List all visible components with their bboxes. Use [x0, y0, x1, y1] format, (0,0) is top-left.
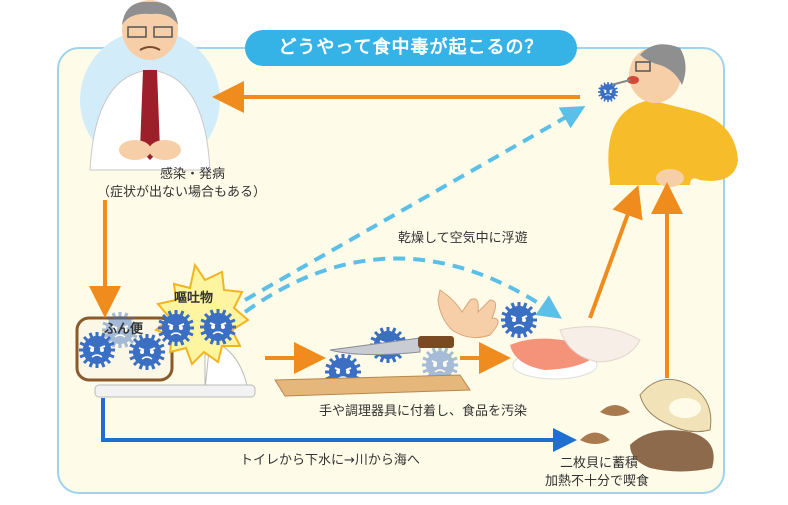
- eating-man-icon: [599, 44, 738, 187]
- sewage-label: トイレから下水に→川から海へ: [240, 453, 420, 468]
- sick-man-icon: [80, 0, 220, 171]
- knife-icon: [329, 336, 454, 356]
- flow-arrows: [89, 81, 683, 378]
- airborne-arrows: [243, 106, 586, 319]
- cutting-board-icon: [274, 374, 471, 397]
- sushi-icon: [510, 326, 641, 380]
- vomit-label: 嘔吐物: [174, 291, 214, 306]
- infection-note: （症状が出ない場合もある）: [97, 185, 267, 200]
- shellfish-label: 二枚貝に蓄積: [560, 456, 639, 471]
- oyster-icon: [580, 378, 714, 472]
- feces-label: ふん便: [104, 322, 144, 337]
- utensils-label: 手や調理器具に付着し、食品を汚染: [319, 404, 528, 419]
- diagram-title: どうやって食中毒が起こるの？: [245, 30, 577, 66]
- airborne-label: 乾燥して空気中に浮遊: [398, 231, 528, 246]
- hand-icon: [437, 289, 499, 339]
- sewage-arrow: [101, 398, 577, 452]
- shellfish-note: 加熱不十分で喫食: [545, 474, 650, 489]
- infection-label: 感染・発病: [160, 167, 226, 182]
